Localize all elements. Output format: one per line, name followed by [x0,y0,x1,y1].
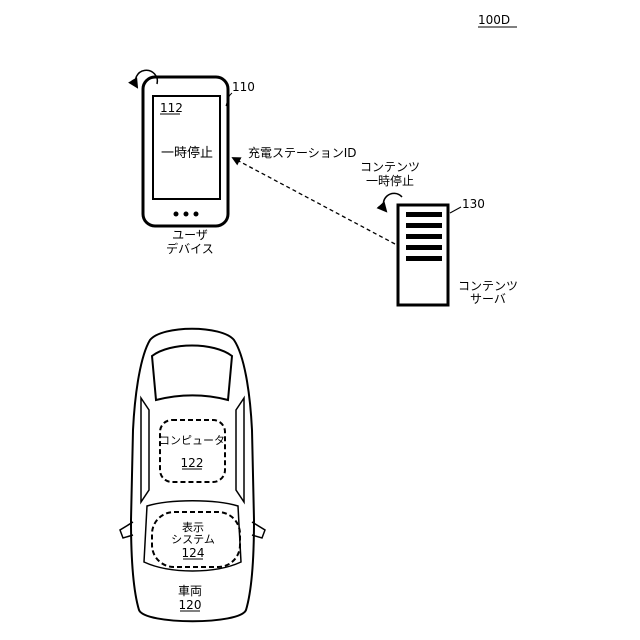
phone-ref: 110 [232,80,255,94]
vehicle-left-window [141,398,149,502]
figure-label-text: 100D [478,13,510,27]
phone-rotate-arrow-icon [135,70,157,87]
server-bar [406,223,442,228]
phone-dot [194,212,199,217]
vehicle-right-window [236,398,244,502]
phone-dot [174,212,179,217]
user-device-label-line1: ユーザ [172,228,208,242]
message-text: 充電ステーションID [248,145,357,160]
vehicle: コンピュータ 122 表示 システム 124 車両 120 [120,329,265,622]
server-bar [406,245,442,250]
server-bar [406,234,442,239]
server-bar [406,212,442,217]
display-ref: 124 [182,546,205,560]
server-ref: 130 [462,197,485,211]
server-action-line1: コンテンツ [360,160,420,174]
server-action-line2: 一時停止 [366,173,414,188]
vehicle-ref: 120 [179,598,202,612]
phone-dot [184,212,189,217]
server-label-line2: サーバ [470,292,506,306]
phone-screen-text: 一時停止 [161,145,213,161]
server-ref-leader [450,207,461,213]
computer-ref: 122 [181,456,204,470]
vehicle-label: 車両 [178,584,202,598]
content-server: コンテンツ 一時停止 130 コンテンツ サーバ [360,160,518,306]
computer-label: コンピュータ [159,434,225,447]
computer-box [160,420,225,482]
figure-label: 100D [478,13,517,27]
display-label-line1: 表示 [182,520,204,534]
user-device: 112 一時停止 110 ユーザ デバイス [135,70,255,256]
server-bar [406,256,442,261]
vehicle-windshield [152,346,232,401]
server-body [398,205,448,305]
display-label-line2: システム [171,533,215,546]
user-device-label-line2: デバイス [166,241,214,256]
phone-screen-ref: 112 [160,101,183,115]
server-label-line1: コンテンツ [458,279,518,293]
